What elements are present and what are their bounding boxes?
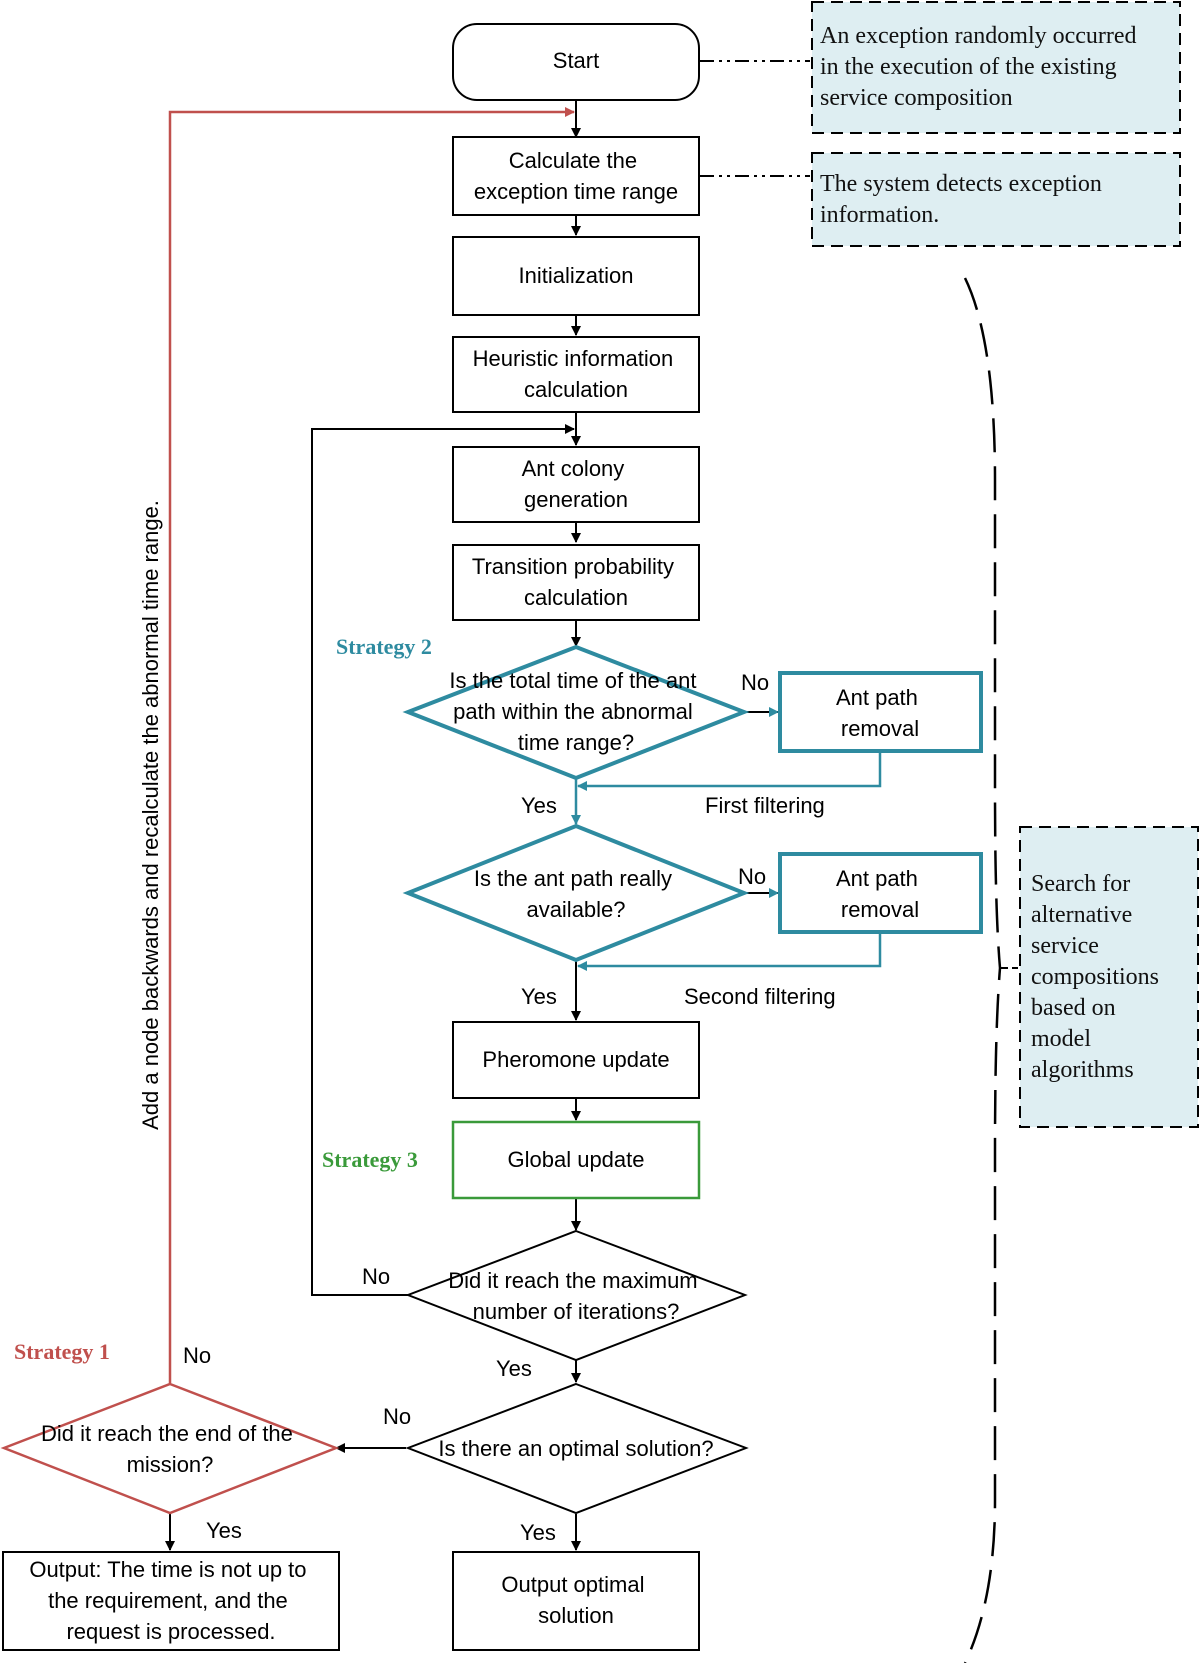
note-exception-text: An exception randomly occurred in the ex… bbox=[820, 23, 1143, 111]
decision-total-time: Is the total time of the ant path within… bbox=[402, 644, 750, 781]
ant-generation-label: Ant colony generation bbox=[522, 456, 631, 512]
strategy-3-label: Strategy 3 bbox=[322, 1147, 418, 1172]
heuristic-node: Heuristic information calculation bbox=[452, 336, 700, 413]
start-node: Start bbox=[452, 23, 700, 101]
note-detect-text: The system detects exception information… bbox=[820, 171, 1108, 228]
yes-label-1: Yes bbox=[521, 793, 557, 818]
strategy-2-label: Strategy 2 bbox=[336, 634, 432, 659]
first-filtering-label: First filtering bbox=[705, 793, 825, 818]
second-filtering-label: Second filtering bbox=[684, 984, 836, 1009]
global-update-node: Global update bbox=[451, 1120, 701, 1200]
connectors bbox=[165, 60, 1018, 1663]
decision-total-time-label: Is the total time of the ant path within… bbox=[449, 668, 702, 755]
no-label-3: No bbox=[362, 1264, 390, 1289]
output-fail-node: Output: The time is not up to the requir… bbox=[2, 1551, 340, 1651]
init-label: Initialization bbox=[519, 263, 634, 288]
output-optimal-node: Output optimal solution bbox=[452, 1551, 700, 1651]
decision-mission-end-label: Did it reach the end of the mission? bbox=[41, 1421, 299, 1477]
calc-range-node: Calculate the exception time range bbox=[452, 136, 700, 216]
decision-max-iterations: Did it reach the maximum number of itera… bbox=[405, 1229, 748, 1362]
removal-2-node: Ant path removal bbox=[778, 852, 983, 934]
removal-2-label: Ant path removal bbox=[836, 866, 924, 922]
init-node: Initialization bbox=[452, 236, 700, 316]
note-search: Search for alternative service compositi… bbox=[1019, 826, 1199, 1128]
edge-labels: No Yes First filtering No Yes Second fil… bbox=[138, 500, 836, 1545]
no-label-1: No bbox=[741, 670, 769, 695]
decision-optimal-label: Is there an optimal solution? bbox=[438, 1436, 713, 1461]
removal-1-label: Ant path removal bbox=[836, 685, 924, 741]
no-label-4: No bbox=[383, 1404, 411, 1429]
calc-range-label: Calculate the exception time range bbox=[474, 148, 678, 204]
note-search-text: Search for alternative service compositi… bbox=[1031, 871, 1165, 1083]
strategy-labels: Strategy 1 Strategy 2 Strategy 3 bbox=[14, 634, 432, 1364]
pheromone-node: Pheromone update bbox=[452, 1021, 700, 1099]
no-label-5: No bbox=[183, 1343, 211, 1368]
decision-max-iterations-label: Did it reach the maximum number of itera… bbox=[448, 1268, 704, 1324]
heuristic-label: Heuristic information calculation bbox=[473, 346, 680, 402]
loop-back-label: Add a node backwards and recalculate the… bbox=[138, 500, 163, 1130]
output-fail-label: Output: The time is not up to the requir… bbox=[29, 1557, 312, 1644]
global-update-label: Global update bbox=[508, 1147, 645, 1172]
decision-mission-end: Did it reach the end of the mission? bbox=[0, 1382, 340, 1515]
transition-label: Transition probability calculation bbox=[472, 554, 680, 610]
decision-optimal: Is there an optimal solution? bbox=[405, 1382, 749, 1515]
decision-available: Is the ant path really available? bbox=[402, 823, 750, 963]
pheromone-label: Pheromone update bbox=[482, 1047, 669, 1072]
yes-label-5: Yes bbox=[206, 1518, 242, 1543]
yes-label-3: Yes bbox=[496, 1356, 532, 1381]
output-optimal-label: Output optimal solution bbox=[501, 1572, 650, 1628]
start-label: Start bbox=[553, 48, 599, 73]
strategy-1-label: Strategy 1 bbox=[14, 1339, 110, 1364]
transition-node: Transition probability calculation bbox=[452, 544, 700, 621]
decision-available-label: Is the ant path really available? bbox=[474, 866, 678, 922]
yes-label-2: Yes bbox=[521, 984, 557, 1009]
yes-label-4: Yes bbox=[520, 1520, 556, 1545]
note-detect: The system detects exception information… bbox=[811, 152, 1181, 247]
removal-1-node: Ant path removal bbox=[778, 671, 983, 753]
ant-generation-node: Ant colony generation bbox=[452, 446, 700, 523]
note-exception: An exception randomly occurred in the ex… bbox=[811, 1, 1181, 134]
no-label-2: No bbox=[738, 864, 766, 889]
